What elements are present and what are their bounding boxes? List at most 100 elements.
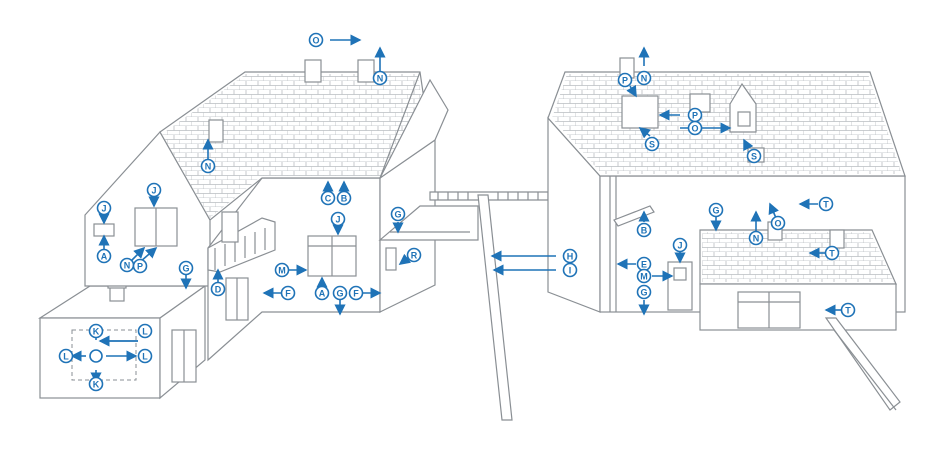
- svg-text:F: F: [285, 289, 291, 299]
- badge-n-rear-roof: N: [636, 70, 652, 86]
- badge-o-extension: O: [770, 215, 786, 231]
- badge-m-front: M: [274, 262, 290, 278]
- badge-g-extension-rear: G: [708, 202, 724, 218]
- svg-text:L: L: [142, 352, 148, 362]
- svg-text:O: O: [774, 219, 781, 229]
- badge-p-roof-window: P: [617, 72, 633, 88]
- svg-text:P: P: [137, 262, 143, 272]
- side-door-window: [385, 247, 397, 271]
- roof-vent-left: [304, 59, 322, 83]
- gable-vent: [93, 223, 115, 237]
- svg-text:O: O: [691, 124, 698, 134]
- right-house: [547, 57, 906, 411]
- badge-s-roof-right: S: [746, 148, 762, 164]
- svg-text:G: G: [182, 264, 189, 274]
- svg-text:K: K: [93, 327, 100, 337]
- svg-text:T: T: [845, 306, 851, 316]
- svg-text:J: J: [335, 215, 340, 225]
- garden-fence: [824, 317, 901, 411]
- svg-text:N: N: [377, 74, 384, 84]
- badge-m-rear: M: [636, 268, 652, 284]
- svg-text:B: B: [641, 226, 648, 236]
- badge-b-eaves: B: [336, 190, 352, 206]
- badge-t-lower: T: [840, 302, 856, 318]
- svg-text:H: H: [567, 252, 574, 262]
- svg-text:K: K: [93, 380, 100, 390]
- badge-b-rear: B: [636, 222, 652, 238]
- svg-text:I: I: [569, 266, 572, 276]
- boundary-fence: [477, 194, 513, 421]
- badge-j-front-window: J: [330, 211, 346, 227]
- svg-text:T: T: [829, 249, 835, 259]
- badge-i-fence: I: [562, 262, 578, 278]
- svg-text:G: G: [336, 289, 343, 299]
- badge-a-gable: A: [96, 248, 112, 264]
- badge-h-fence: H: [562, 248, 578, 264]
- svg-text:G: G: [394, 210, 401, 220]
- roof-window: [621, 95, 659, 129]
- badge-g-rear: G: [636, 284, 652, 300]
- balcony-door: [221, 211, 239, 243]
- badge-o-roof-right: O: [687, 120, 703, 136]
- badge-p-gable: P: [132, 258, 148, 274]
- svg-text:J: J: [151, 186, 156, 196]
- badge-l-right: L: [137, 348, 153, 364]
- roof-light-center-marker: [89, 349, 103, 363]
- svg-text:M: M: [278, 266, 286, 276]
- svg-text:N: N: [753, 234, 760, 244]
- svg-text:S: S: [751, 152, 757, 162]
- svg-text:O: O: [312, 36, 319, 46]
- badge-n-extension: N: [748, 230, 764, 246]
- badge-k-top: K: [88, 323, 104, 339]
- svg-text:P: P: [692, 111, 698, 121]
- svg-text:G: G: [640, 288, 647, 298]
- annotation-badges: A J N P J G N D F O N C B J M A G F G R …: [58, 32, 856, 392]
- badge-s-roof-left: S: [644, 136, 660, 152]
- svg-text:L: L: [142, 327, 148, 337]
- left-house: [37, 59, 549, 421]
- badge-n-gable: N: [119, 257, 135, 273]
- extension-vent: [109, 286, 125, 302]
- roof-vent-side: [208, 119, 224, 143]
- svg-text:B: B: [341, 194, 348, 204]
- badge-t-middle: T: [824, 245, 840, 261]
- badge-t-upper: T: [818, 196, 834, 212]
- badge-o-roof: O: [308, 32, 324, 48]
- badge-l-top-right: L: [137, 323, 153, 339]
- badge-c-eaves: C: [320, 190, 336, 206]
- badge-a-front: A: [314, 285, 330, 301]
- badge-g-front: G: [332, 285, 348, 301]
- svg-text:A: A: [101, 252, 108, 262]
- badge-d-balcony: D: [210, 281, 226, 297]
- badge-j-back-door: J: [672, 237, 688, 253]
- badge-p-roof-right: P: [687, 107, 703, 123]
- svg-text:J: J: [677, 241, 682, 251]
- badge-e-rear: E: [636, 256, 652, 272]
- svg-text:N: N: [124, 261, 131, 271]
- badge-k-bottom: K: [88, 376, 104, 392]
- svg-text:D: D: [215, 285, 222, 295]
- badge-n-roof-side: N: [200, 158, 216, 174]
- svg-text:L: L: [63, 352, 69, 362]
- annotation-arrows: [70, 34, 842, 384]
- svg-text:A: A: [319, 289, 326, 299]
- badge-l-left: L: [58, 348, 74, 364]
- badge-g-extension: G: [178, 260, 194, 276]
- roof-vent-right: [357, 59, 375, 83]
- svg-text:T: T: [823, 200, 829, 210]
- badge-j-gable-vent: J: [96, 200, 112, 216]
- svg-text:M: M: [640, 272, 648, 282]
- svg-text:P: P: [622, 76, 628, 86]
- svg-text:G: G: [712, 206, 719, 216]
- svg-text:C: C: [325, 194, 332, 204]
- badge-f-front-left: F: [280, 285, 296, 301]
- svg-text:J: J: [101, 204, 106, 214]
- svg-text:S: S: [649, 140, 655, 150]
- svg-text:N: N: [641, 74, 648, 84]
- extension-vent-right: [829, 229, 845, 249]
- svg-text:N: N: [205, 162, 212, 172]
- badge-r-side-door: R: [406, 247, 422, 263]
- badge-n-roof-right: N: [372, 70, 388, 86]
- badge-j-gable-window: J: [146, 182, 162, 198]
